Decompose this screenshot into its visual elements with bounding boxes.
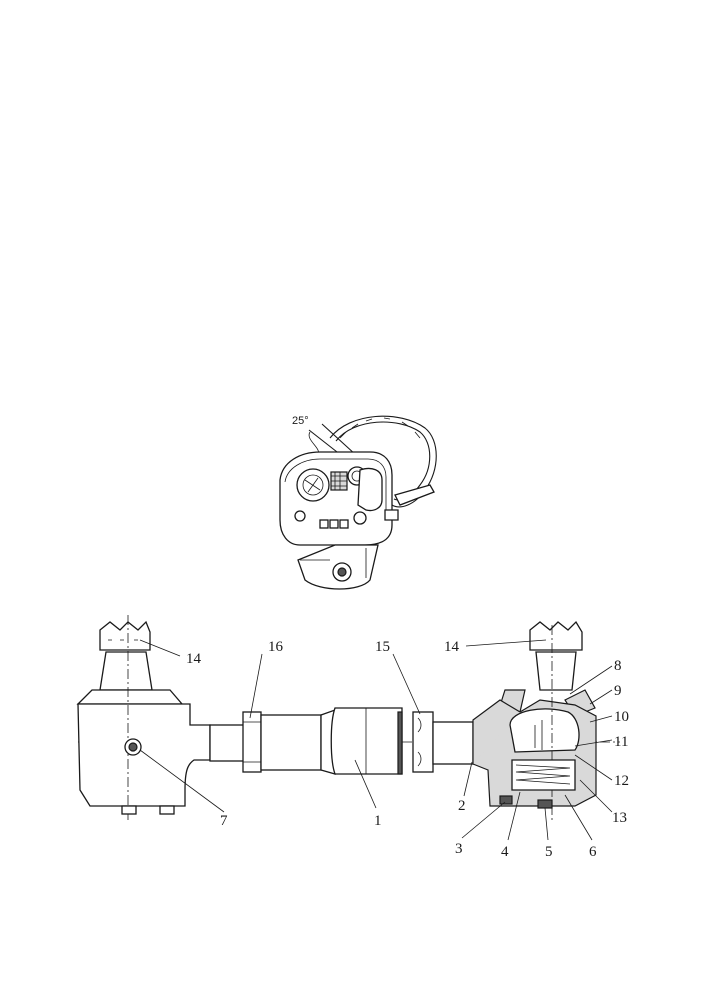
callout-13: 13 (612, 810, 627, 826)
callout-3: 3 (455, 841, 463, 857)
callout-14-left: 14 (186, 651, 202, 667)
adjusting-tube-1 (330, 707, 403, 775)
leader-lines (139, 639, 613, 841)
plug-5 (537, 799, 553, 809)
spring-13 (511, 759, 576, 791)
steering-column-figure: 25° (279, 415, 437, 590)
left-tie-rod-end (76, 615, 211, 820)
callout-2: 2 (458, 798, 466, 814)
tie-rod-figure: 14 16 15 14 8 9 10 11 12 13 7 1 2 3 4 5 … (76, 615, 629, 860)
ball-seat-11 (509, 708, 580, 753)
callout-11: 11 (614, 734, 628, 750)
left-ball-pin (99, 651, 153, 691)
callout-5: 5 (545, 844, 553, 860)
callout-6: 6 (589, 844, 597, 860)
callout-4: 4 (501, 844, 509, 860)
column-lever (394, 484, 435, 506)
callout-10: 10 (614, 709, 629, 725)
rod-left-section (209, 724, 246, 762)
callout-8: 8 (614, 658, 622, 674)
callout-labels: 14 16 15 14 8 9 10 11 12 13 7 1 2 3 4 5 … (186, 639, 629, 860)
right-tie-rod-end (472, 620, 597, 820)
left-housing (77, 703, 211, 807)
column-head (357, 467, 383, 512)
left-castle-nut (99, 620, 151, 651)
callout-16: 16 (268, 639, 284, 655)
callout-12: 12 (614, 773, 629, 789)
callout-14-right: 14 (444, 639, 460, 655)
callout-7: 7 (220, 813, 228, 829)
callout-15: 15 (375, 639, 390, 655)
callout-1: 1 (374, 813, 382, 829)
right-ball-pin (535, 651, 577, 691)
clamp-16 (242, 711, 262, 773)
right-castle-nut (529, 620, 583, 651)
tilt-angle-label: 25° (292, 415, 309, 427)
callout-9: 9 (614, 683, 622, 699)
plug-3 (499, 795, 513, 805)
clamp-15 (412, 711, 434, 773)
rod-right-section (432, 721, 474, 765)
